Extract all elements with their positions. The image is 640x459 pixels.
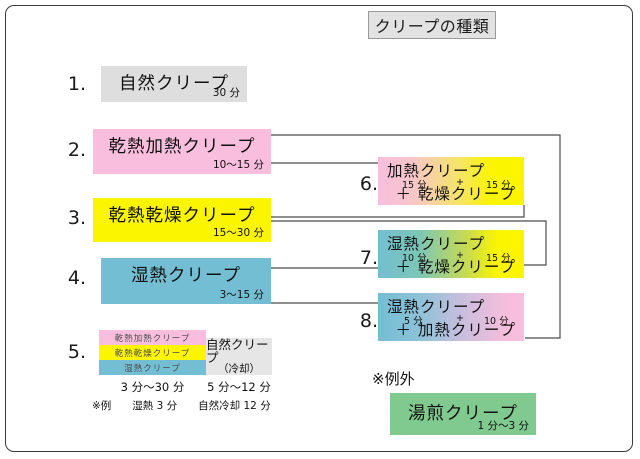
- item8-top-label: 湿熱クリープ: [387, 298, 486, 316]
- item-number-4: 4.: [67, 267, 86, 289]
- item-box-4[interactable]: 湿熱クリープ 3〜15 分: [101, 258, 271, 304]
- item-duration-2: 10〜15 分: [212, 159, 264, 171]
- item-box-3[interactable]: 乾熱乾燥クリープ 15〜30 分: [93, 198, 271, 242]
- exception-heading: ※例外: [372, 370, 415, 388]
- item5-cooling-sublabel: （冷却）: [218, 363, 260, 376]
- item-label-1: 自然クリープ: [119, 74, 229, 94]
- item5-note: ※例 湿熱 3 分 自然冷却 12 分: [92, 400, 271, 412]
- item-number-7: 7.: [359, 247, 378, 269]
- item-box-6[interactable]: 加熱クリープ 15 分 + 15 分 ＋ 乾燥クリープ: [378, 157, 524, 205]
- item7-plus-sign: +: [456, 250, 464, 261]
- item5-stack-label-1: 乾熱加熱クリープ: [114, 333, 191, 344]
- item5-cooling-duration: 5 分〜12 分: [207, 380, 271, 394]
- item5-cooling-box[interactable]: 自然クリープ （冷却）: [206, 338, 272, 375]
- item-duration-3: 15〜30 分: [212, 227, 264, 239]
- item8-plus-sign: +: [456, 313, 464, 324]
- page-title: クリープの種類: [368, 11, 496, 39]
- item-label-2: 乾熱加熱クリープ: [108, 137, 256, 157]
- exception-label: 湯煎クリープ: [408, 404, 518, 424]
- item6-top-label: 加熱クリープ: [387, 162, 486, 180]
- item7-top-label: 湿熱クリープ: [387, 235, 486, 253]
- item-number-6: 6.: [359, 173, 378, 195]
- item-box-8[interactable]: 湿熱クリープ 5 分 + 10 分 ＋ 加熱クリープ: [378, 293, 524, 341]
- item-box-1[interactable]: 自然クリープ 30 分: [101, 66, 247, 102]
- item-box-2[interactable]: 乾熱加熱クリープ 10〜15 分: [93, 129, 271, 174]
- item5-stack-duration: 3 分〜30 分: [120, 380, 185, 394]
- item8-bottom-label: ＋ 加熱クリープ: [395, 321, 516, 339]
- item-number-3: 3.: [67, 207, 86, 229]
- item5-stack-box-1[interactable]: 乾熱加熱クリープ: [99, 330, 206, 345]
- item-label-3: 乾熱乾燥クリープ: [108, 206, 256, 226]
- item6-bottom-label: ＋ 乾燥クリープ: [395, 185, 516, 203]
- item8-time-right: 10 分: [484, 316, 509, 327]
- item-number-1: 1.: [67, 73, 86, 95]
- item8-time-left: 5 分: [404, 316, 423, 327]
- item5-cooling-label: 自然クリープ: [206, 336, 269, 365]
- exception-box[interactable]: 湯煎クリープ 1 分〜3 分: [390, 393, 536, 435]
- item7-bottom-label: ＋ 乾燥クリープ: [395, 258, 516, 276]
- item6-plus-sign: +: [456, 177, 464, 188]
- item5-stack-box-2[interactable]: 乾熱乾燥クリープ: [99, 345, 206, 360]
- item-number-5: 5.: [67, 341, 86, 363]
- item6-time-right: 15 分: [486, 180, 511, 191]
- exception-duration: 1 分〜3 分: [477, 420, 529, 432]
- item-number-8: 8.: [359, 310, 378, 332]
- item5-stack-box-3[interactable]: 湿熱クリープ: [99, 360, 206, 375]
- item6-time-left: 15 分: [402, 180, 427, 191]
- item-box-7[interactable]: 湿熱クリープ 10 分 + 15 分 ＋ 乾燥クリープ: [378, 230, 524, 278]
- item-label-4: 湿熱クリープ: [131, 266, 241, 286]
- item7-time-left: 10 分: [402, 253, 427, 264]
- item7-time-right: 15 分: [486, 253, 511, 264]
- item-duration-1: 30 分: [212, 87, 240, 99]
- item-number-2: 2.: [67, 139, 86, 161]
- item5-stack-label-2: 乾熱乾燥クリープ: [114, 348, 191, 359]
- item-duration-4: 3〜15 分: [219, 289, 264, 301]
- item5-stack-label-3: 湿熱クリープ: [124, 363, 181, 374]
